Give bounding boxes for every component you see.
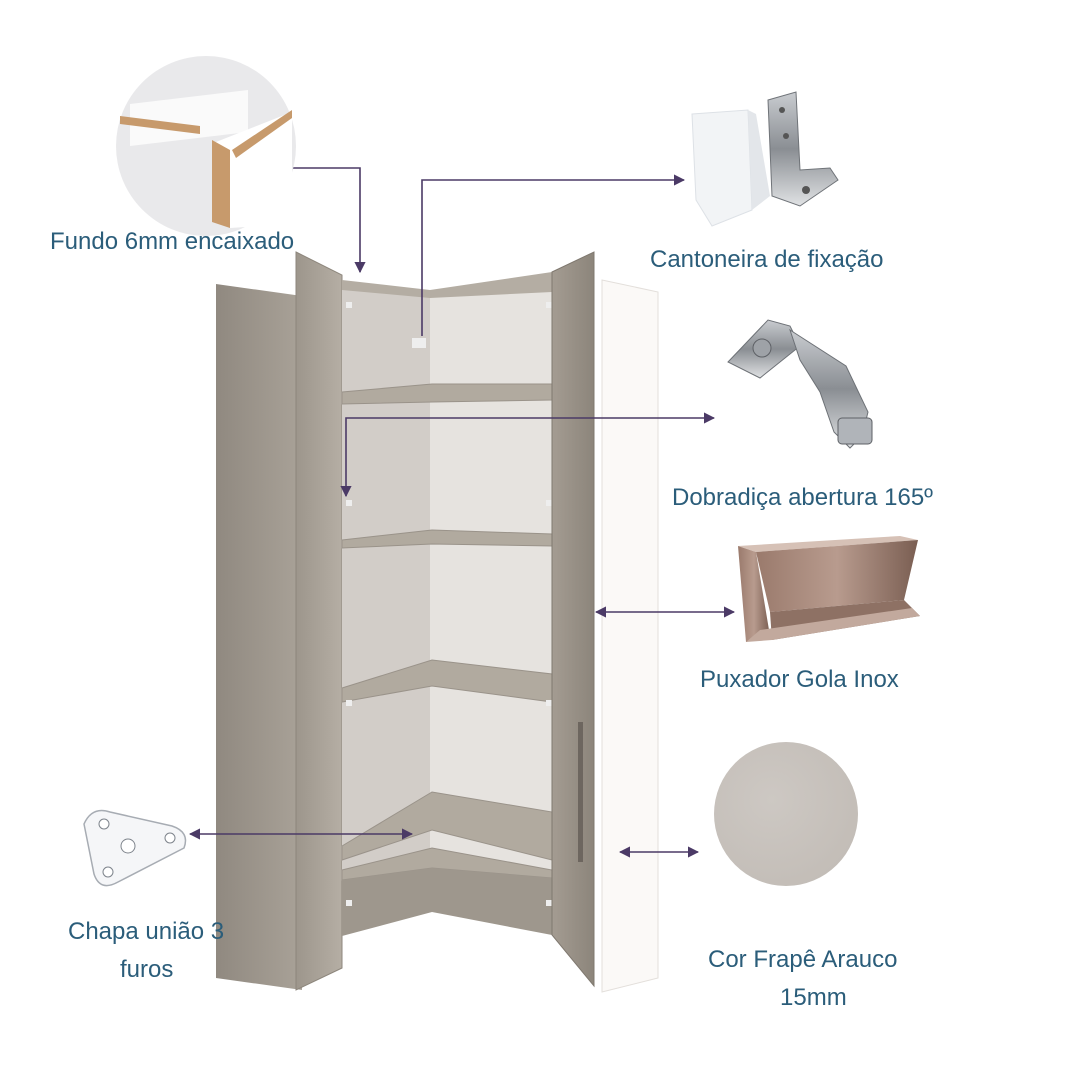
frape-color-swatch [714, 742, 858, 886]
back-panel-label: Fundo 6mm encaixado [50, 228, 295, 255]
callout-lines [188, 162, 736, 858]
corner-bracket-image [691, 91, 839, 227]
joining-plate-label-line1: Chapa união 3 [68, 918, 225, 945]
hinge-label: Dobradiça abertura 165º [672, 484, 933, 511]
joining-plate-label-line2: furos [120, 956, 174, 983]
corner-bracket-label: Cantoneira de fixação [650, 246, 884, 273]
color-label-line2: 15mm [780, 984, 847, 1011]
hinge-image [727, 319, 873, 449]
corner-cabinet [216, 251, 659, 993]
gola-handle-image [738, 536, 920, 642]
gola-handle-label: Puxador Gola Inox [700, 666, 899, 693]
joining-plate-image [83, 809, 187, 887]
color-label-line1: Cor Frapê Arauco [708, 946, 898, 973]
back-panel-detail-image [116, 56, 296, 236]
